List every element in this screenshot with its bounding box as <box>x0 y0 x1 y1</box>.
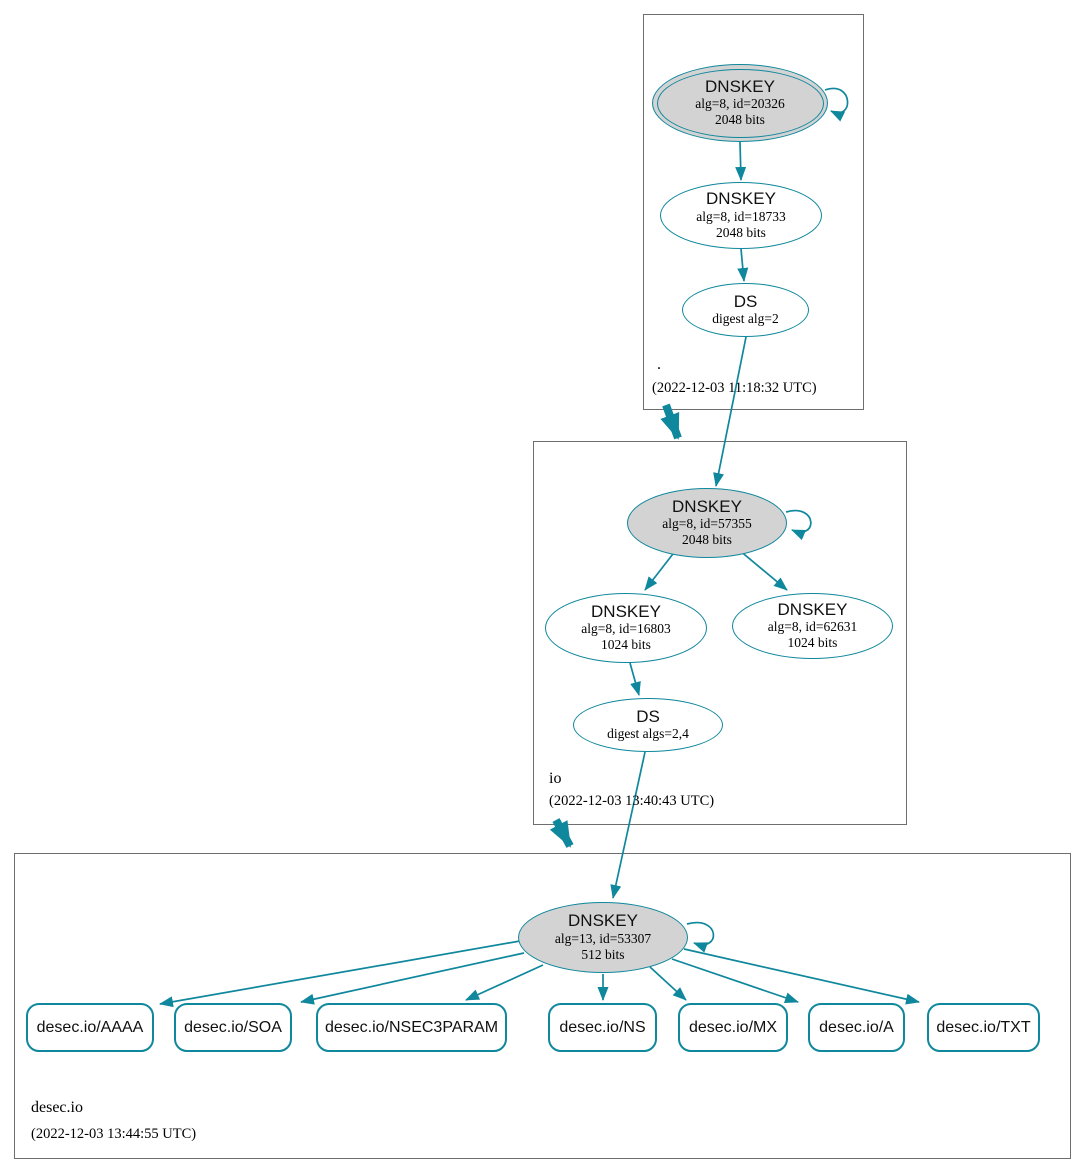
edge-desec-ksk-to-mx <box>649 966 687 1001</box>
rrset-label: desec.io/MX <box>688 1018 778 1036</box>
node-title: DS <box>733 291 758 311</box>
rrset-label: desec.io/SOA <box>184 1018 282 1036</box>
node-detail: 512 bits <box>581 946 625 962</box>
zone-label-desec-io: desec.io <box>31 1099 83 1116</box>
node-detail: digest algs=2,4 <box>607 726 689 742</box>
ds-node-io[interactable]: DS digest algs=2,4 <box>573 698 723 752</box>
edge-io-ds-to-desec-ksk <box>610 751 646 899</box>
edge-io-ksk-to-zsk2 <box>738 549 788 591</box>
edge-root-ksk-selfsign <box>824 87 849 122</box>
zone-timestamp-root: (2022-12-03 11:18:32 UTC) <box>652 380 817 396</box>
node-title: DNSKEY <box>706 189 776 209</box>
node-detail: 2048 bits <box>715 112 765 128</box>
zone-timestamp-desec-io: (2022-12-03 13:44:55 UTC) <box>31 1126 197 1142</box>
node-detail: alg=8, id=16803 <box>581 621 671 637</box>
node-title: DNSKEY <box>672 496 742 516</box>
rrset-node-desec-nsec3param[interactable]: desec.io/NSEC3PARAM <box>316 1003 507 1052</box>
edge-io-zsk1-to-ds <box>629 662 641 696</box>
edge-root-delegation-to-io <box>660 403 682 440</box>
edge-io-ksk-selfsign <box>785 509 812 541</box>
zone-box-desec-io <box>14 853 1071 1159</box>
rrset-label: desec.io/TXT <box>936 1018 1031 1036</box>
edge-desec-ksk-selfsign <box>686 921 715 953</box>
rrset-node-desec-soa[interactable]: desec.io/SOA <box>174 1003 292 1052</box>
node-detail: alg=13, id=53307 <box>554 930 652 946</box>
dnskey-node-io-zsk-62631[interactable]: DNSKEY alg=8, id=62631 1024 bits <box>732 593 893 659</box>
zone-timestamp-io: (2022-12-03 13:40:43 UTC) <box>549 793 715 809</box>
edge-desec-ksk-to-soa <box>300 952 525 1005</box>
edge-desec-ksk-to-txt <box>683 948 920 1005</box>
rrset-node-desec-txt[interactable]: desec.io/TXT <box>927 1003 1040 1052</box>
node-detail: alg=8, id=62631 <box>767 619 858 635</box>
dnskey-node-desec-ksk-53307[interactable]: DNSKEY alg=13, id=53307 512 bits <box>518 902 688 973</box>
edge-root-ds-to-io-ksk <box>713 336 747 487</box>
node-detail: alg=8, id=20326 <box>695 96 785 112</box>
zone-label-io: io <box>549 770 562 787</box>
zone-box-root <box>643 14 864 410</box>
rrset-node-desec-mx[interactable]: desec.io/MX <box>678 1003 788 1052</box>
dnskey-node-root-zsk-18733[interactable]: DNSKEY alg=8, id=18733 2048 bits <box>660 182 822 249</box>
edge-desec-ksk-to-aaaa <box>159 940 521 1008</box>
zone-label-root: . <box>657 356 661 373</box>
node-detail: alg=8, id=18733 <box>696 208 786 224</box>
rrset-label: desec.io/NS <box>559 1018 646 1036</box>
node-title: DNSKEY <box>777 599 848 619</box>
node-detail: 2048 bits <box>716 224 766 240</box>
edge-io-delegation-to-desec <box>549 818 574 848</box>
edge-root-ksk-to-zsk <box>735 141 747 181</box>
edge-desec-ksk-to-a <box>671 958 799 1004</box>
node-detail: 2048 bits <box>682 532 732 548</box>
rrset-label: desec.io/A <box>819 1018 894 1036</box>
rrset-node-desec-aaaa[interactable]: desec.io/AAAA <box>26 1003 154 1052</box>
node-title: DS <box>636 706 660 726</box>
edge-io-ksk-to-zsk1 <box>644 549 677 591</box>
rrset-label: desec.io/AAAA <box>36 1018 144 1036</box>
node-title: DNSKEY <box>705 76 775 96</box>
node-detail: digest alg=2 <box>712 311 779 327</box>
node-detail: alg=8, id=57355 <box>662 516 752 532</box>
rrset-node-desec-ns[interactable]: desec.io/NS <box>548 1003 657 1052</box>
dnskey-node-io-ksk-57355[interactable]: DNSKEY alg=8, id=57355 2048 bits <box>627 488 787 558</box>
node-title: DNSKEY <box>568 911 638 931</box>
dnskey-node-root-ksk-20326[interactable]: DNSKEY alg=8, id=20326 2048 bits <box>652 64 828 142</box>
dnskey-node-io-zsk-16803[interactable]: DNSKEY alg=8, id=16803 1024 bits <box>545 593 707 663</box>
zone-box-io <box>533 441 907 825</box>
node-detail: 1024 bits <box>601 637 651 653</box>
rrset-node-desec-a[interactable]: desec.io/A <box>808 1003 905 1052</box>
ds-node-root[interactable]: DS digest alg=2 <box>682 283 809 337</box>
edge-root-zsk-to-ds <box>737 248 749 282</box>
node-title: DNSKEY <box>591 601 661 621</box>
rrset-label: desec.io/NSEC3PARAM <box>324 1018 499 1036</box>
edge-desec-ksk-to-nsec3param <box>465 964 544 1001</box>
node-detail: 1024 bits <box>787 635 838 651</box>
